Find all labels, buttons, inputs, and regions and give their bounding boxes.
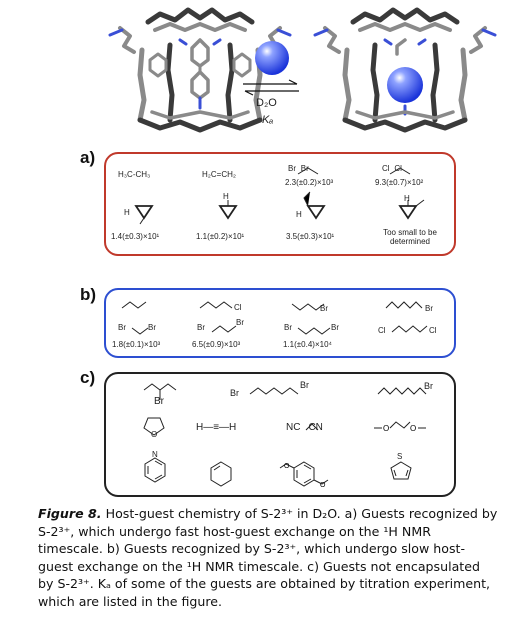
dibromo-2-right: Br [236,318,244,327]
chlorobutane-cl: Cl [234,303,242,312]
dichloro-right: Cl [429,326,437,335]
guest-sphere [255,41,289,75]
epoxide-h-2: H [223,192,229,201]
svg-text:O: O [320,482,326,489]
guest-ethane: H₃C-CH₃ [118,170,151,179]
dibromo-3-right: Br [331,323,339,332]
ka-dibromo-3: 1.1(±0.4)×10⁴ [283,340,332,349]
svg-text:O: O [284,463,290,470]
ka-epoxide-2: 1.1(±0.2)×10¹ [196,232,245,241]
bromoheptane-chain [385,301,423,309]
bromohexane-right-br: Br [300,380,309,390]
epoxide-h-4: H [404,194,410,203]
host-guest-cage-structure [313,7,497,133]
panel-b-box [104,288,456,358]
ka-dibromo-1: 1.8(±0.1)×10³ [112,340,161,349]
butane-chain [121,301,147,309]
ka-epoxide-4: Too small to be determined [383,228,437,246]
dichloro-left: Cl [378,326,386,335]
epoxide-h-1: H [124,208,130,217]
succinonitrile-formula: NC CN [286,422,323,433]
ka-dibromo-2: 6.5(±0.9)×10³ [192,340,241,349]
dibromo-1-right: Br [148,323,156,332]
bromohexane-chain [249,387,299,395]
thf-o: O [151,430,158,439]
panel-c-letter: c) [80,368,96,387]
panel-a-letter: a) [80,148,96,167]
guest-dibromoethane: Br Br [288,164,309,173]
equilibrium-arrow-icon [243,79,299,96]
cyclohexene-structure [210,461,232,487]
bromooctane-br: Br [424,381,433,391]
nitrile-bridge [305,423,319,431]
ka-epoxide-3: 3.5(±0.3)×10¹ [286,232,335,241]
panel-b-letter: b) [80,285,97,304]
pyridine-structure [144,457,166,483]
figure-number: Figure 8. [38,506,102,521]
panel-a-box [104,152,456,256]
solvent-label: D₂O [256,97,277,109]
tetrahydrofuran-structure [143,417,165,436]
dibromopentane-chain [297,327,331,335]
bromo-branched-alkane [143,383,177,400]
dibromobutane-chain [211,325,237,333]
dibromo-3-left: Br [284,323,292,332]
epoxide-structure-3 [303,191,326,220]
ka-epoxide-1: 1.4(±0.3)×10¹ [111,232,160,241]
dibromopropane-chain [131,327,149,335]
svg-text:O: O [410,424,416,433]
dichloroethane-bond [389,167,411,175]
epoxide-h-3: H [296,210,302,219]
panel-c-box [104,372,456,497]
ka-dibromoethane: 2.3(±0.2)×10³ [285,178,334,187]
bromohexane-left-br: Br [230,388,239,398]
epoxide-structure-4 [398,199,425,220]
dichlorohexane-chain [391,325,428,333]
dimethoxybenzene-structure: O O [279,461,329,489]
bromobutane-chain [291,303,325,311]
epoxide-structure-1 [134,205,154,225]
bromoheptane-br: Br [425,304,433,313]
bromobutane-br: Br [320,304,328,313]
guest-dichloroethane: Cl Cl [382,164,402,173]
chlorobutane-chain [199,301,233,309]
svg-text:O: O [383,424,389,433]
caption-text: Host-guest chemistry of S-2³⁺ in D₂O. a)… [38,506,498,609]
thiophene-structure [390,461,412,480]
figure-caption: Figure 8. Host-guest chemistry of S-2³⁺ … [38,505,498,610]
dibromomethane-bond [297,167,319,175]
acetylene-formula: H—≡—H [196,422,237,433]
dibromo-2-left: Br [197,323,205,332]
dibromo-1-left: Br [118,323,126,332]
ka-dichloroethane: 9.3(±0.7)×10² [375,178,424,187]
empty-cage-structure [108,7,292,133]
binding-constant-label: Kₐ [262,114,274,126]
thiophene-s: S [397,452,403,461]
branched-br: Br [154,396,164,407]
epoxide-structure-2 [218,200,238,220]
pyridine-n: N [152,450,158,459]
bromooctane-chain [377,387,427,395]
guest-ethylene: H₂C=CH₂ [202,170,236,179]
dimethoxyethane-structure: O O [374,421,426,433]
